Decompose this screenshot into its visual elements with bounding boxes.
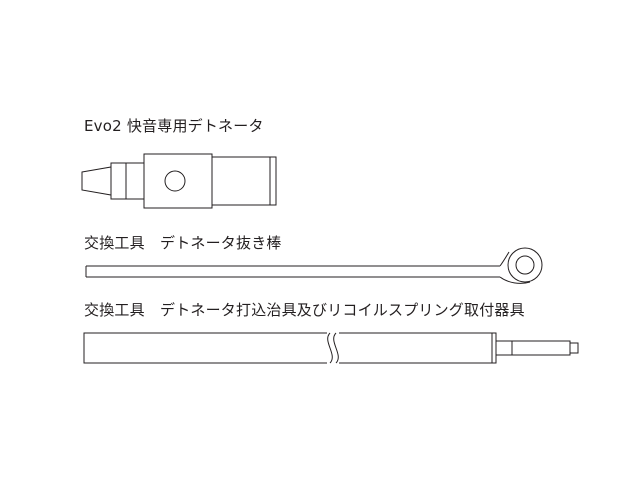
removal-rod-ring-outer [507,247,543,283]
removal-rod-ring-inner [515,255,535,275]
driver-tool-shaft [83,332,497,364]
driver-tool-tip [495,340,571,356]
detonator-nozzle [81,166,112,196]
driver-tool-label: 交換工具 デトネータ打込治具及びリコイルスプリング取付器具 [84,301,525,319]
driver-tool-drawing [83,331,579,365]
removal-rod-drawing [85,247,543,284]
detonator-hole [164,170,186,192]
detonator-drawing [81,153,277,209]
driver-tool-break-left [327,332,333,364]
detonator-neck [110,162,145,200]
driver-tool-break-right [333,332,339,364]
driver-tool-end [569,342,579,354]
detonator-rear [211,156,277,206]
detonator-label: Evo2 快音専用デトネータ [84,117,264,135]
removal-rod-label: 交換工具 デトネータ抜き棒 [84,234,282,252]
